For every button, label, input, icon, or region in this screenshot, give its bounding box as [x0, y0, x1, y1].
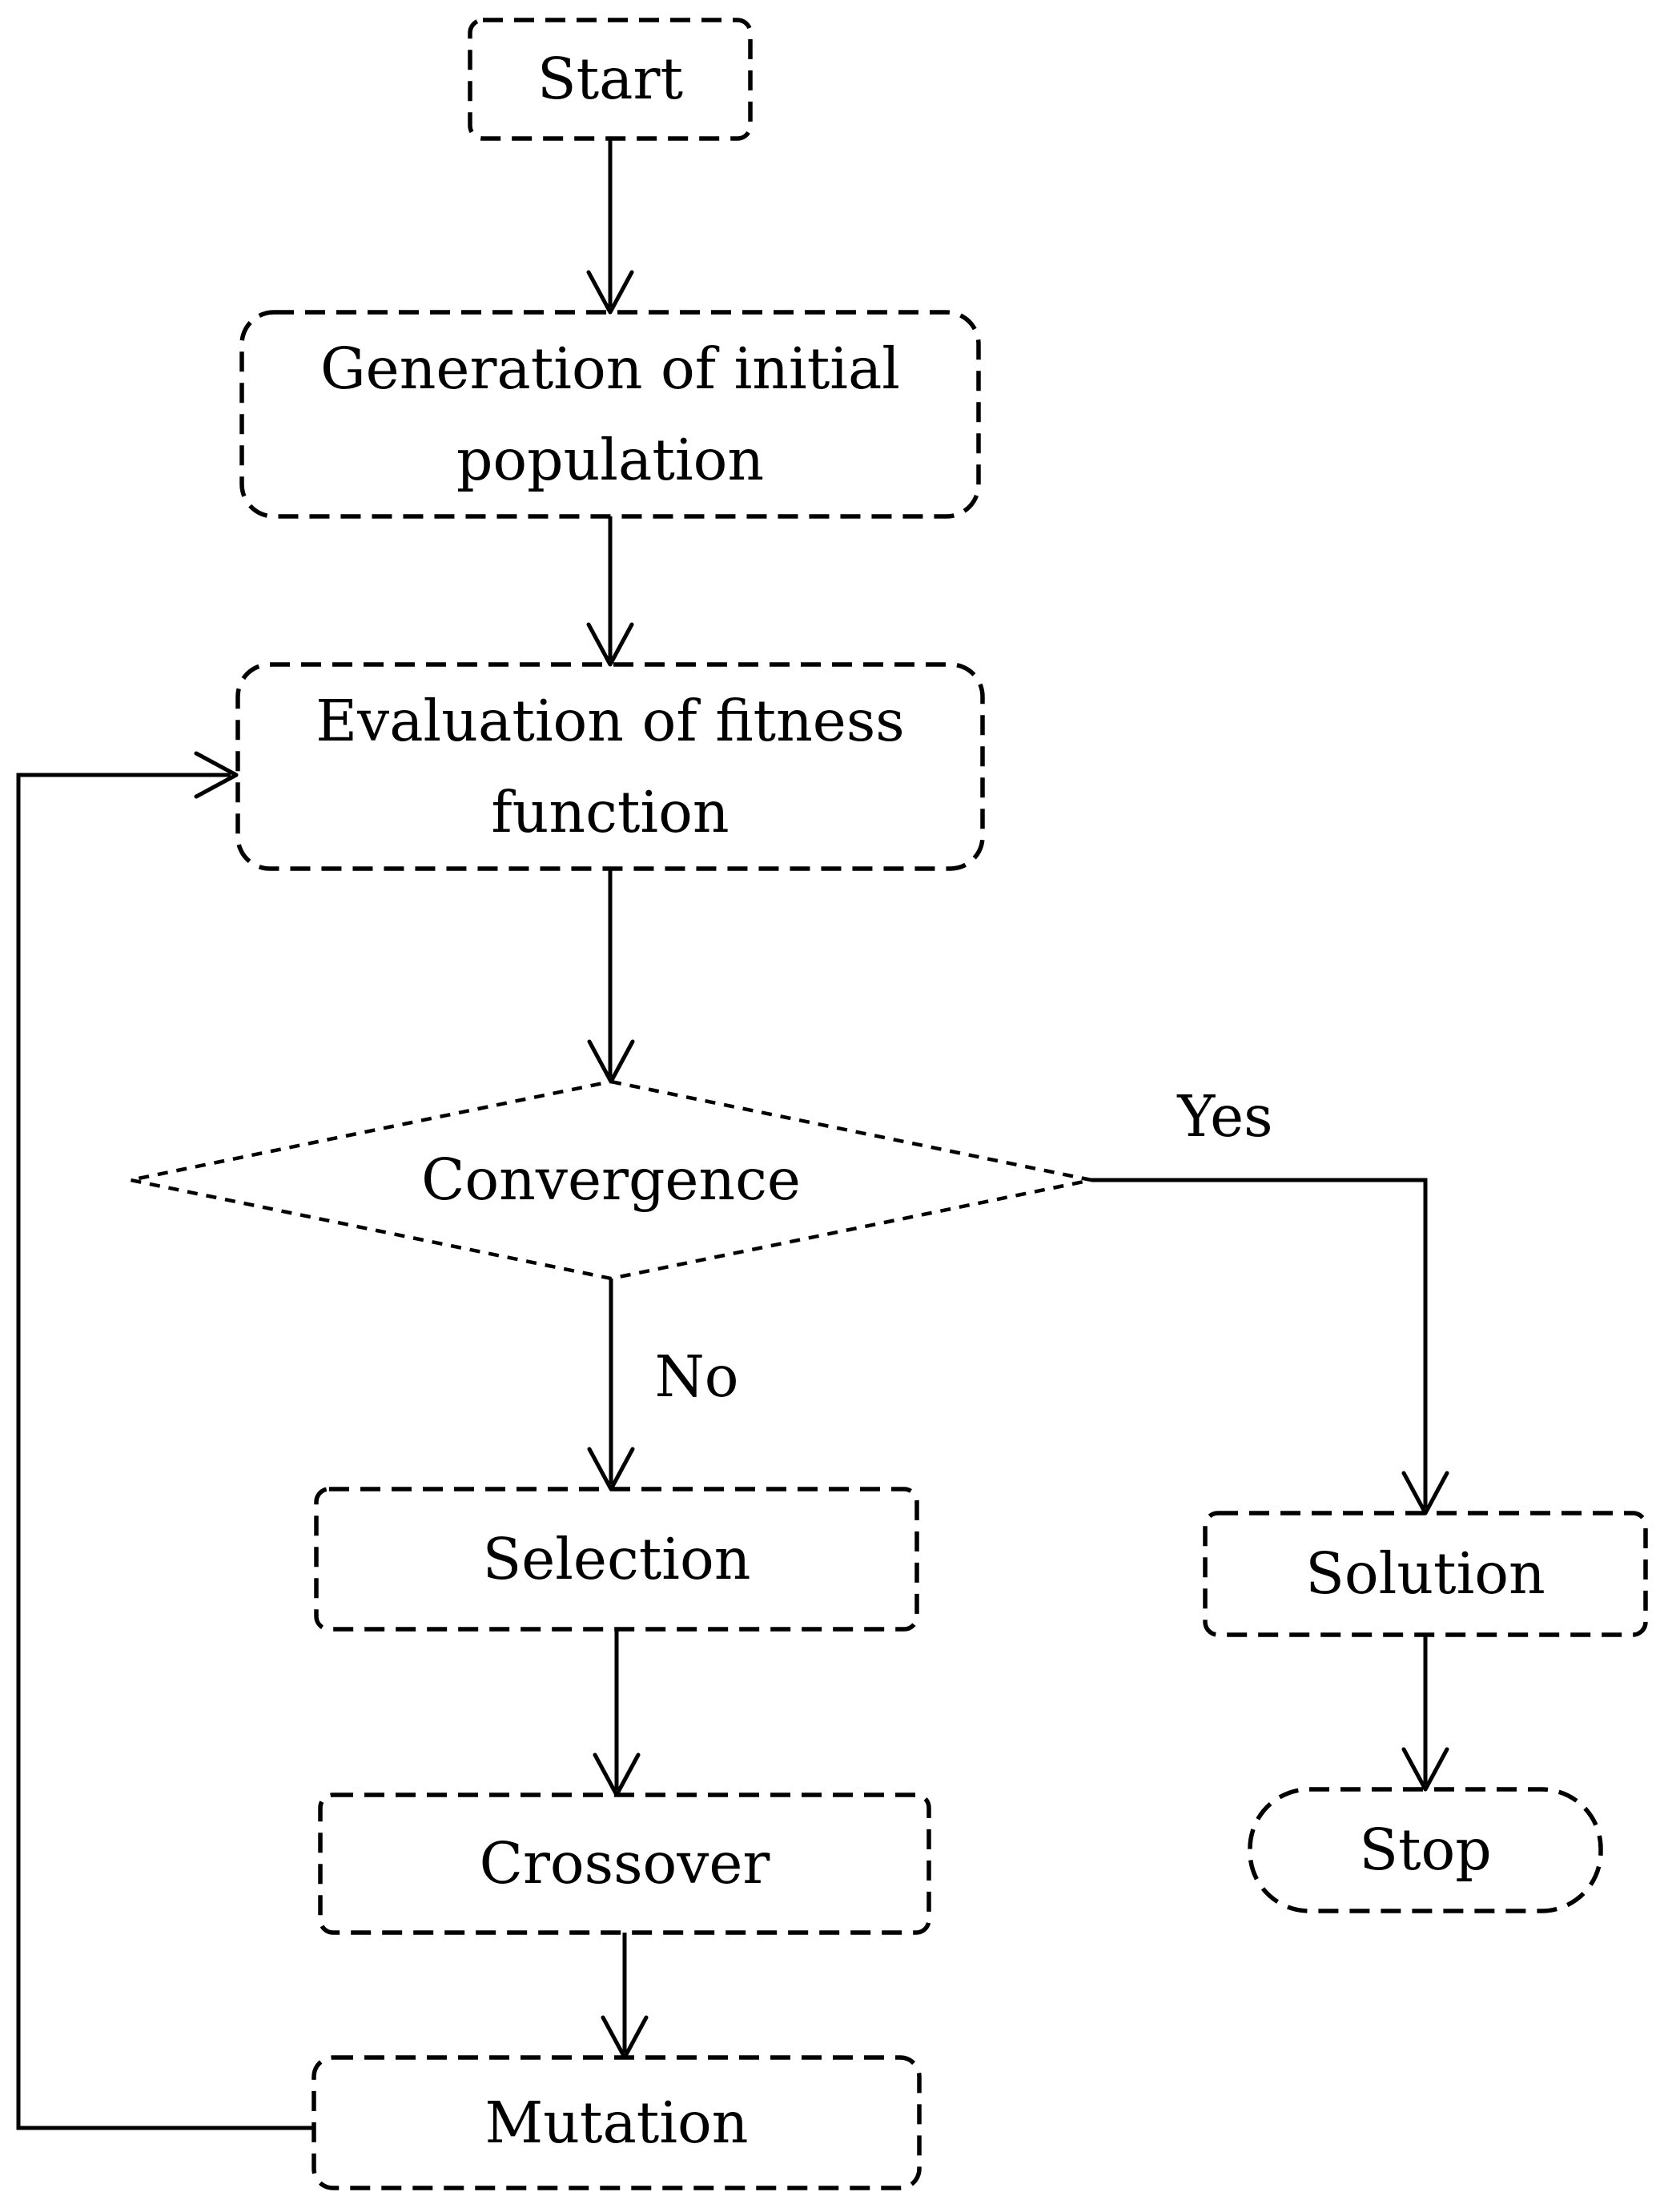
generation-node-label: Generation of initial population: [320, 335, 901, 493]
arrowhead-into-selection: [587, 1447, 635, 1491]
stop-box: [1248, 1787, 1603, 1913]
convergence-node-label: Convergence: [421, 1146, 801, 1214]
arrowhead-into-evaluation-top: [586, 622, 634, 667]
no-branch-label: No: [654, 1343, 739, 1411]
arrowhead-into-crossover: [593, 1752, 641, 1797]
stop-node-label: Stop: [1359, 1817, 1492, 1884]
start-node-label: Start: [537, 46, 683, 113]
mutation-node-label: Mutation: [484, 2089, 749, 2156]
arrowhead-into-stop: [1401, 1747, 1449, 1792]
arrowhead-into-evaluation-left: [194, 751, 239, 799]
crossover-node-label: Crossover: [479, 1830, 770, 1897]
solution-node-label: Solution: [1305, 1540, 1545, 1608]
yes-branch-label: Yes: [1177, 1083, 1273, 1150]
mutation-box: [312, 2055, 922, 2190]
arrowhead-into-generation: [586, 270, 634, 315]
arrowhead-into-solution: [1401, 1471, 1449, 1515]
evaluation-node-label: Evaluation of fitness function: [316, 687, 905, 845]
edge-mutation-evaluation-polyline: [16, 773, 314, 2130]
edge-convergence-solution-polyline: [1091, 1178, 1428, 1508]
selection-node-label: Selection: [482, 1525, 751, 1592]
arrowhead-into-mutation: [601, 2015, 649, 2060]
crossover-box: [318, 1792, 931, 1935]
arrowhead-into-convergence: [587, 1039, 635, 1084]
